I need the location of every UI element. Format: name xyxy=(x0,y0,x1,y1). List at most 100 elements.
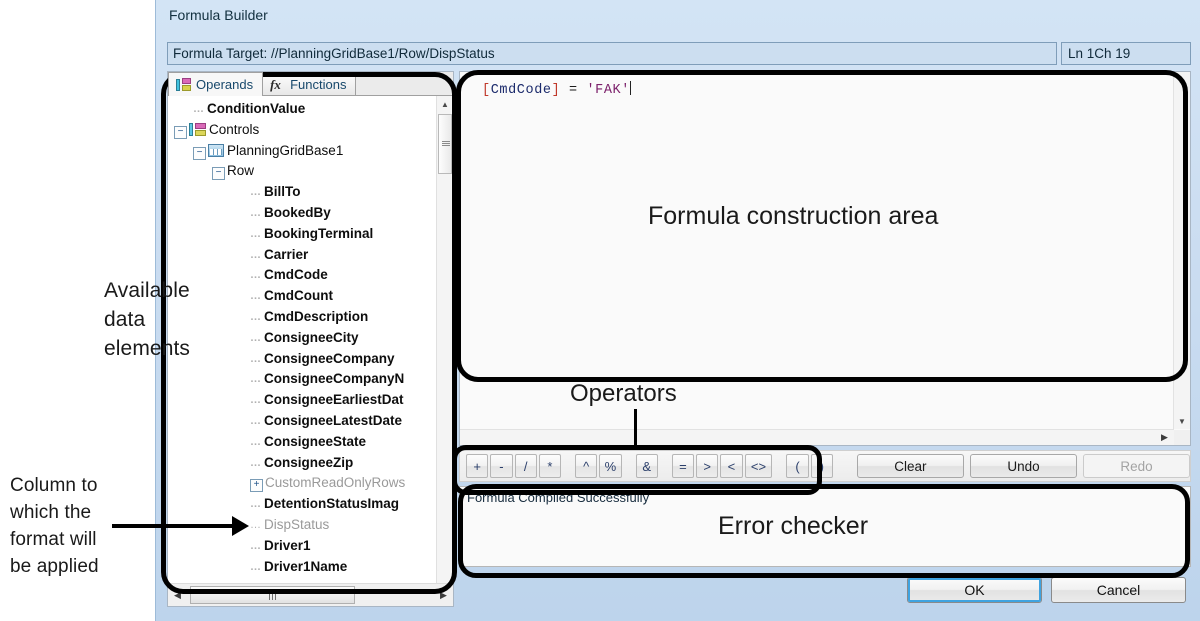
tree-line-icon: … xyxy=(250,518,261,531)
tree-node[interactable]: …ConsigneeZip xyxy=(168,453,437,474)
tree-line-icon: … xyxy=(250,394,261,407)
tree-node-label: Driver1Name xyxy=(264,558,348,574)
editor-scroll-corner xyxy=(1174,430,1190,445)
tree-node[interactable]: …BookingTerminal xyxy=(168,224,437,245)
tree-node[interactable]: …ConsigneeLatestDate xyxy=(168,411,437,432)
formula-text[interactable]: [CmdCode] = 'FAK' xyxy=(482,81,631,98)
tree-node[interactable]: …ConditionValue xyxy=(168,99,437,120)
tree-node[interactable]: − Controls xyxy=(168,120,437,141)
annotation-operators: Operators xyxy=(570,380,677,407)
formula-token-operator: = xyxy=(560,83,587,98)
tree-node-label: BookedBy xyxy=(264,204,331,220)
tree-node[interactable]: …Carrier xyxy=(168,245,437,266)
tree-node[interactable]: …CmdCode xyxy=(168,265,437,286)
operator-button-*[interactable]: * xyxy=(538,454,562,478)
operator-button->[interactable]: > xyxy=(696,454,719,478)
tree-node[interactable]: …DetentionStatusImag xyxy=(168,494,437,515)
annotation-available-data-elements: Available data elements xyxy=(104,279,191,360)
fx-icon: fx xyxy=(270,77,281,92)
collapse-toggle-icon[interactable]: − xyxy=(193,146,206,160)
operator-button--[interactable]: - xyxy=(490,454,513,478)
tree-hscroll-thumb[interactable] xyxy=(190,586,355,604)
editor-scroll-right-arrow[interactable]: ▶ xyxy=(1161,432,1168,442)
tree-node-label: ConsigneeCompanyN xyxy=(264,371,405,387)
tab-operands[interactable]: Operands xyxy=(168,72,264,96)
tree-node-label: ConsigneeLatestDate xyxy=(264,412,403,428)
tree-vertical-scrollbar[interactable]: ▲ xyxy=(436,96,453,583)
tree-node-label: CmdCount xyxy=(264,288,333,304)
redo-button: Redo xyxy=(1082,454,1191,478)
operator-button-=[interactable]: = xyxy=(671,454,695,478)
operator-button-&[interactable]: & xyxy=(635,454,658,478)
tree-node-label: Controls xyxy=(209,121,260,137)
operands-panel: Operands fx Functions …ConditionValue−Co… xyxy=(167,71,454,607)
tree-scroll-thumb[interactable] xyxy=(438,114,452,174)
operator-button-<>[interactable]: <> xyxy=(744,454,773,478)
tree-node-label: Carrier xyxy=(264,246,309,262)
collapse-toggle-icon[interactable]: − xyxy=(212,167,225,181)
undo-button[interactable]: Undo xyxy=(969,454,1077,478)
tree-node-label: CmdDescription xyxy=(264,308,369,324)
tree-node[interactable]: …CmdDescription xyxy=(168,307,437,328)
tree-scroll-up-arrow[interactable]: ▲ xyxy=(437,96,453,112)
operator-button-%[interactable]: % xyxy=(599,454,622,478)
tab-functions[interactable]: fx Functions xyxy=(262,72,357,95)
operands-icon xyxy=(176,77,192,92)
tree-line-icon: … xyxy=(250,290,261,303)
operator-button-^[interactable]: ^ xyxy=(575,454,598,478)
tree-node-label: Row xyxy=(227,163,255,179)
operator-button-/[interactable]: / xyxy=(514,454,537,478)
tree-node[interactable]: …ConsigneeCity xyxy=(168,328,437,349)
tree-line-icon: … xyxy=(250,269,261,282)
editor-scroll-up-arrow[interactable]: ▲ xyxy=(1174,72,1190,88)
tree-horizontal-scrollbar[interactable]: ◀ ▶ xyxy=(168,583,453,606)
tree-node[interactable]: +CustomReadOnlyRows xyxy=(168,473,437,494)
tree-node[interactable]: …Driver1 xyxy=(168,536,437,557)
expand-toggle-icon[interactable]: + xyxy=(250,479,263,493)
window-title: Formula Builder xyxy=(169,7,268,23)
tree-line-icon: … xyxy=(250,373,261,386)
tree-node[interactable]: …ConsigneeCompany xyxy=(168,349,437,370)
editor-horizontal-scrollbar[interactable]: ▶ xyxy=(460,429,1174,445)
annotation-arrow-line xyxy=(112,524,240,528)
formula-construction-area[interactable]: [CmdCode] = 'FAK' ▲ ▼ ▶ xyxy=(459,71,1191,446)
tree-node[interactable]: …CmdCount xyxy=(168,286,437,307)
collapse-toggle-icon[interactable]: − xyxy=(174,125,187,139)
tree-line-icon: … xyxy=(193,103,204,115)
tree-node[interactable]: …BillTo xyxy=(168,182,437,203)
editor-scroll-down-arrow[interactable]: ▼ xyxy=(1174,413,1190,429)
tree-node[interactable]: …DispStatus xyxy=(168,515,437,536)
grid-icon xyxy=(208,143,224,157)
operator-button-)[interactable]: ) xyxy=(810,454,833,478)
ok-button[interactable]: OK xyxy=(907,577,1042,603)
tree-node[interactable]: −Row xyxy=(168,161,437,182)
tree-node[interactable]: …ConsigneeState xyxy=(168,432,437,453)
tree-node[interactable]: − PlanningGridBase1 xyxy=(168,141,437,162)
clear-button[interactable]: Clear xyxy=(856,454,964,478)
tree-line-icon: … xyxy=(250,206,261,219)
operands-tree-container: …ConditionValue−Controls−PlanningGridBas… xyxy=(168,96,453,583)
operator-button-+[interactable]: + xyxy=(466,454,489,478)
operator-button-<[interactable]: < xyxy=(720,454,743,478)
formula-target-row: Formula Target: //PlanningGridBase1/Row/… xyxy=(167,42,1191,65)
tree-node[interactable]: …ConsigneeEarliestDat xyxy=(168,390,437,411)
tree-node-label: PlanningGridBase1 xyxy=(227,142,344,158)
editor-vertical-scrollbar[interactable]: ▲ ▼ xyxy=(1173,72,1190,429)
tree-line-icon: … xyxy=(250,414,261,427)
tree-line-icon: … xyxy=(250,560,261,573)
operands-tree[interactable]: …ConditionValue−Controls−PlanningGridBas… xyxy=(168,96,437,583)
tree-node-label: DetentionStatusImag xyxy=(264,496,400,512)
operator-button-([interactable]: ( xyxy=(786,454,809,478)
tree-node[interactable]: …BookedBy xyxy=(168,203,437,224)
tree-node-label: CmdCode xyxy=(264,267,328,283)
tree-node[interactable]: …Driver1Name xyxy=(168,557,437,578)
tree-scroll-right-arrow[interactable]: ▶ xyxy=(440,589,447,600)
tree-line-icon: … xyxy=(250,248,261,261)
tree-node-label: DispStatus xyxy=(264,516,330,532)
tree-node-label: BillTo xyxy=(264,184,301,200)
tree-scroll-left-arrow[interactable]: ◀ xyxy=(174,589,181,600)
formula-target-field[interactable]: Formula Target: //PlanningGridBase1/Row/… xyxy=(167,42,1057,65)
tree-line-icon: … xyxy=(250,352,261,365)
cancel-button[interactable]: Cancel xyxy=(1051,577,1186,603)
tree-node[interactable]: …ConsigneeCompanyN xyxy=(168,369,437,390)
